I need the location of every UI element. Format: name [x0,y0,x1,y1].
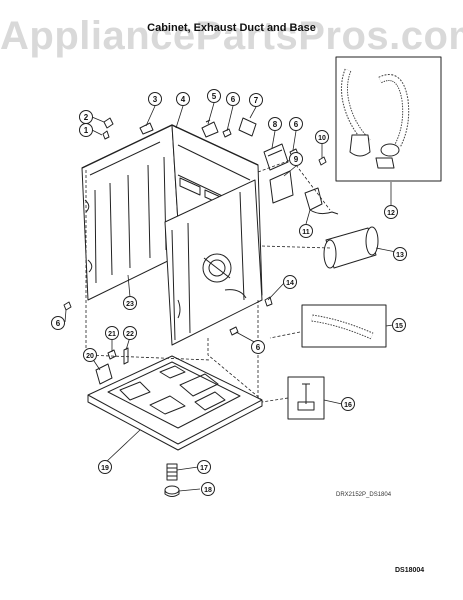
callout-label: 6 [256,343,261,352]
callout-label: 6 [231,95,236,104]
drawing-code: DRX2152P_DS1804 [336,492,392,498]
callout-label: 4 [181,95,186,104]
callout-label: 12 [387,210,395,217]
callout-1: 1 [79,123,93,137]
callout-6: 6 [251,340,265,354]
callout-14: 14 [283,275,297,289]
callout-label: 17 [200,465,208,472]
callout-circle [392,318,406,332]
vent-cylinder [323,226,379,269]
callout-label: 7 [254,96,259,105]
callout-circle [79,110,93,124]
flex-duct-box [301,304,387,348]
callout-6: 6 [51,316,65,330]
callout-6: 6 [226,92,240,106]
callout-label: 11 [302,229,310,236]
callout-circle [176,92,190,106]
cabinet-right-panel [164,179,263,346]
callout-label: 8 [273,120,278,129]
callout-16: 16 [341,397,355,411]
diagram-title: Cabinet, Exhaust Duct and Base [147,22,316,34]
cabinet-top-edge [81,124,259,169]
callout-label: 22 [126,331,134,338]
callout-3: 3 [148,92,162,106]
callout-label: 6 [294,120,299,129]
callout-circle [226,92,240,106]
callout-circle [341,397,355,411]
callout-10: 10 [315,130,329,144]
callout-label: 23 [126,301,134,308]
callout-circle [123,326,137,340]
callout-2: 2 [79,110,93,124]
callout-15: 15 [392,318,406,332]
callout-leaders [64,102,397,492]
callout-22: 22 [123,326,137,340]
callout-circle [83,348,97,362]
callout-circle [98,460,112,474]
callout-label: 21 [108,331,116,338]
callout-11: 11 [299,224,313,238]
callout-circle [289,117,303,131]
leveling-kit-box [287,376,325,420]
exhaust-duct-kit [335,56,442,182]
watermark: AppliancePartsPros.com [0,14,463,58]
callout-23: 23 [123,296,137,310]
leg-parts [164,463,180,497]
callout-circle [289,152,303,166]
callout-circle [105,326,119,340]
callout-label: 3 [153,95,158,104]
callout-circle [249,93,263,107]
cabinet-base [87,355,263,451]
screws [63,296,273,336]
diagram-id: DS18004 [395,567,425,574]
callout-19: 19 [98,460,112,474]
callout-label: 1 [84,126,89,135]
callout-21: 21 [105,326,119,340]
callout-label: 6 [56,319,61,328]
callout-circle [283,275,297,289]
callout-label: 9 [294,155,299,164]
callout-9: 9 [289,152,303,166]
callout-circle [299,224,313,238]
callout-label: 15 [395,323,403,330]
callout-12: 12 [384,205,398,219]
callout-20: 20 [83,348,97,362]
callout-circle [197,460,211,474]
callout-17: 17 [197,460,211,474]
callout-circle [51,316,65,330]
callout-5: 5 [207,89,221,103]
callout-label: 5 [212,92,217,101]
callout-circle [315,130,329,144]
callout-circle [393,247,407,261]
callout-circle [148,92,162,106]
callout-label: 16 [344,402,352,409]
callout-circle [123,296,137,310]
callout-4: 4 [176,92,190,106]
base-hardware [95,347,129,385]
callout-label: 18 [204,487,212,494]
callout-label: 20 [86,353,94,360]
callout-circle [251,340,265,354]
callout-label: 19 [101,465,109,472]
callout-6: 6 [289,117,303,131]
callout-label: 13 [396,252,404,259]
callout-8: 8 [268,117,282,131]
callout-label: 10 [318,135,326,142]
callout-label: 2 [84,113,89,122]
callout-circle [207,89,221,103]
callout-label: 14 [286,280,294,287]
callout-circle [384,205,398,219]
callout-7: 7 [249,93,263,107]
callout-13: 13 [393,247,407,261]
callout-18: 18 [201,482,215,496]
cabinet-left-panel [81,124,181,301]
callout-circle [201,482,215,496]
callout-circle [268,117,282,131]
